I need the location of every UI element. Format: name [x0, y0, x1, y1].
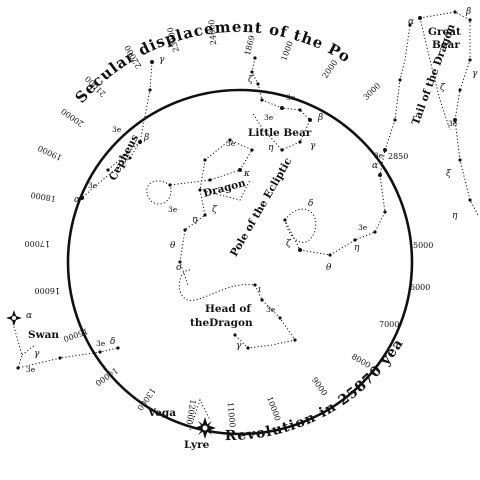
magnitude-markers: 3e 3e 3e 3e 3e 3e 3e 3e 3e 3e 3e 3e [26, 93, 458, 374]
cepheus-label: Cepheus [107, 133, 141, 183]
mag-tail-alpha: 3e [374, 151, 384, 160]
swan-lines [11, 319, 119, 369]
letter-gamma-great-bear: γ [472, 69, 478, 79]
letter-iota-head: ι [258, 285, 262, 295]
letter-alpha-cepheus: α [74, 195, 80, 205]
mag-dragon-eta: 3e [168, 205, 178, 214]
chart-title: Secular displacement of the Pole [0, 0, 354, 107]
swan-label: Swan [28, 329, 59, 341]
year-16000-label: 16000 [35, 286, 60, 295]
letter-zeta-little-bear: ζ [248, 75, 254, 85]
letter-omicron-dragon: ο [176, 263, 182, 273]
mag-dragon-kappa: 3e [226, 139, 236, 148]
letter-beta-cepheus: β [143, 133, 149, 143]
year-19000-label: 19000 [36, 143, 63, 162]
ecliptic-pole-lines [284, 149, 386, 256]
letter-zeta-ecliptic: ζ [286, 239, 292, 249]
great-bear-label-line2: Bear [432, 39, 460, 51]
year-15000-label: 15000 [62, 326, 89, 343]
great-bear-lines [419, 11, 479, 216]
year-20000-label: 20000 [60, 106, 86, 128]
star-dots [16, 10, 472, 370]
letter-xi-great-bear: ξ [446, 169, 452, 179]
letter-gamma-little-bear: γ [310, 141, 316, 151]
year-5000-label: 5000 [413, 241, 433, 250]
cepheus-lines [81, 61, 153, 199]
head-of-dragon-lines [178, 269, 296, 349]
year-6000-label: 6000 [410, 283, 430, 292]
tail-of-dragon-lines [384, 24, 411, 151]
mag-little-bear-beta: 3e [286, 93, 296, 102]
year-24000-label: 24000 [207, 19, 218, 45]
letter-eta-ecliptic: η [354, 243, 360, 253]
pole-of-ecliptic-label: Pole of the Ecliptic [228, 156, 294, 259]
star-letter-labels: γ β α ζ β γ η κ η ζ θ ο δ ζ θ η α ι γ α … [26, 7, 478, 359]
dragon-lines [146, 139, 253, 286]
letter-gamma-head: γ [236, 341, 242, 351]
mag-ecliptic-eta: 3e [358, 223, 368, 232]
letter-theta-dragon: θ [170, 241, 176, 251]
year-11000-label: 11000 [226, 402, 237, 428]
year-3000-label: 3000 [362, 81, 383, 102]
head-of-dragon-label-line2: theDragon [190, 317, 253, 329]
letter-alpha-swan: α [26, 311, 32, 321]
letter-beta-little-bear: β [317, 113, 323, 123]
great-bear-label-line1: Great [428, 26, 461, 38]
year-10000-label: 10000 [265, 395, 282, 422]
vega-lines [189, 398, 211, 431]
year-1869-label: 1869 [243, 34, 257, 56]
mag-cepheus-alpha: 3e [88, 181, 98, 190]
letter-kappa-dragon: κ [243, 169, 250, 179]
year-1000-label: 1000 [279, 40, 294, 62]
letter-gamma-cepheus: γ [159, 55, 165, 65]
mag-little-bear-zeta: 3e [264, 113, 274, 122]
year-2850-label: 2850 [388, 152, 408, 161]
letter-eta-little-bear: η [268, 143, 274, 153]
letter-alpha-great-bear: α [408, 17, 414, 27]
year-9000-label: 9000 [310, 376, 329, 398]
letter-alpha-tail: α [372, 161, 378, 171]
little-bear-label: Little Bear [248, 127, 312, 139]
precession-circle [66, 88, 414, 436]
letter-gamma-swan: γ [34, 349, 40, 359]
year-8000-label: 8000 [350, 352, 372, 370]
year-2000-label: 2000 [320, 58, 339, 80]
bright-star-vega [194, 417, 216, 439]
letter-zeta-great-bear: ζ [440, 83, 446, 93]
bright-star-alpha-swan [6, 310, 22, 326]
letter-delta-ecliptic: δ [308, 199, 313, 209]
head-of-dragon-label-line1: Head of [205, 303, 252, 315]
letter-zeta-dragon: ζ [212, 205, 218, 215]
constellation-lines [11, 11, 479, 431]
year-18000-label: 18000 [30, 190, 57, 203]
letter-beta-great-bear: β [465, 7, 471, 17]
year-12000-label: 12000 [184, 399, 197, 426]
vega-label: Vega [147, 407, 176, 419]
letter-eta-great-bear: η [452, 211, 458, 221]
mag-cepheus-beta: 3e [112, 125, 122, 134]
mag-swan-gamma: 3e [26, 365, 36, 374]
year-7000-label: 7000 [379, 320, 399, 329]
letter-delta-swan: δ [110, 337, 115, 347]
letter-theta-ecliptic: θ [326, 263, 332, 273]
mag-swan-delta: 3e [96, 339, 106, 348]
mag-head-iota: 3e [266, 305, 276, 314]
year-17000-label: 17000 [25, 239, 50, 248]
lyre-label: Lyre [184, 439, 210, 451]
letter-eta-dragon: η [192, 215, 198, 225]
mag-great-bear-epsilon: 3e [448, 119, 458, 128]
revolution-label: Revolution in 25870 years [0, 0, 406, 444]
